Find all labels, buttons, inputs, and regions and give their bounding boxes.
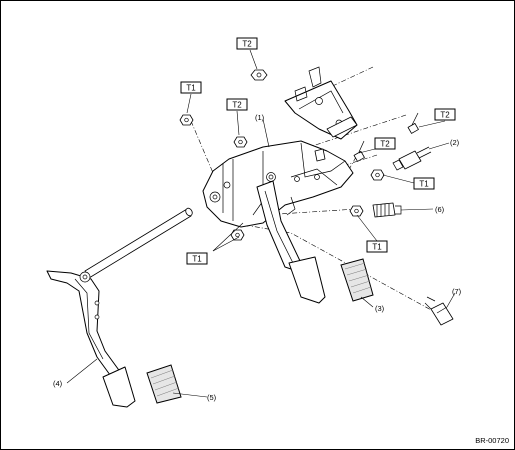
leader-lines — [66, 49, 456, 398]
switch-2 — [392, 146, 432, 171]
callout-4: (4) — [53, 379, 63, 388]
main-bracket — [202, 140, 354, 228]
connector-7 — [424, 296, 454, 326]
svg-text:T1: T1 — [419, 180, 429, 189]
svg-text:T1: T1 — [372, 243, 382, 252]
svg-text:T2: T2 — [440, 111, 450, 120]
callout-2: (2) — [450, 138, 460, 147]
stud-bolt-mid — [353, 140, 365, 162]
torque-label-t1-left: T1 — [180, 81, 202, 94]
switch-6 — [372, 202, 402, 218]
torque-label-t1-right: T1 — [413, 177, 435, 190]
svg-text:T1: T1 — [192, 255, 202, 264]
callout-7: (7) — [452, 287, 462, 296]
torque-label-t1-bottom-left: T1 — [186, 252, 208, 265]
torque-label-t2-right-mid: T2 — [374, 137, 396, 150]
clutch-pedal-pad — [146, 364, 182, 404]
svg-text:T2: T2 — [242, 40, 252, 49]
torque-label-t2-mid: T2 — [226, 98, 248, 111]
upper-bracket — [284, 66, 358, 140]
svg-text:T2: T2 — [232, 101, 242, 110]
torque-label-t2-right-top: T2 — [434, 108, 456, 121]
callout-1: (1) — [255, 113, 265, 122]
stud-bolt-right — [407, 112, 419, 134]
svg-text:T1: T1 — [186, 84, 196, 93]
callout-5: (5) — [207, 393, 217, 402]
callout-3: (3) — [375, 304, 385, 313]
clutch-pedal-arm — [46, 270, 136, 408]
torque-label-t2-top: T2 — [236, 37, 258, 50]
brake-pedal-pad — [340, 258, 374, 302]
brake-pedal-arm — [256, 180, 326, 304]
torque-label-t1-lower: T1 — [366, 240, 388, 253]
svg-text:T2: T2 — [380, 140, 390, 149]
callout-6: (6) — [435, 205, 445, 214]
pivot-shaft — [84, 207, 193, 279]
figure-reference: BR-00720 — [475, 436, 509, 445]
